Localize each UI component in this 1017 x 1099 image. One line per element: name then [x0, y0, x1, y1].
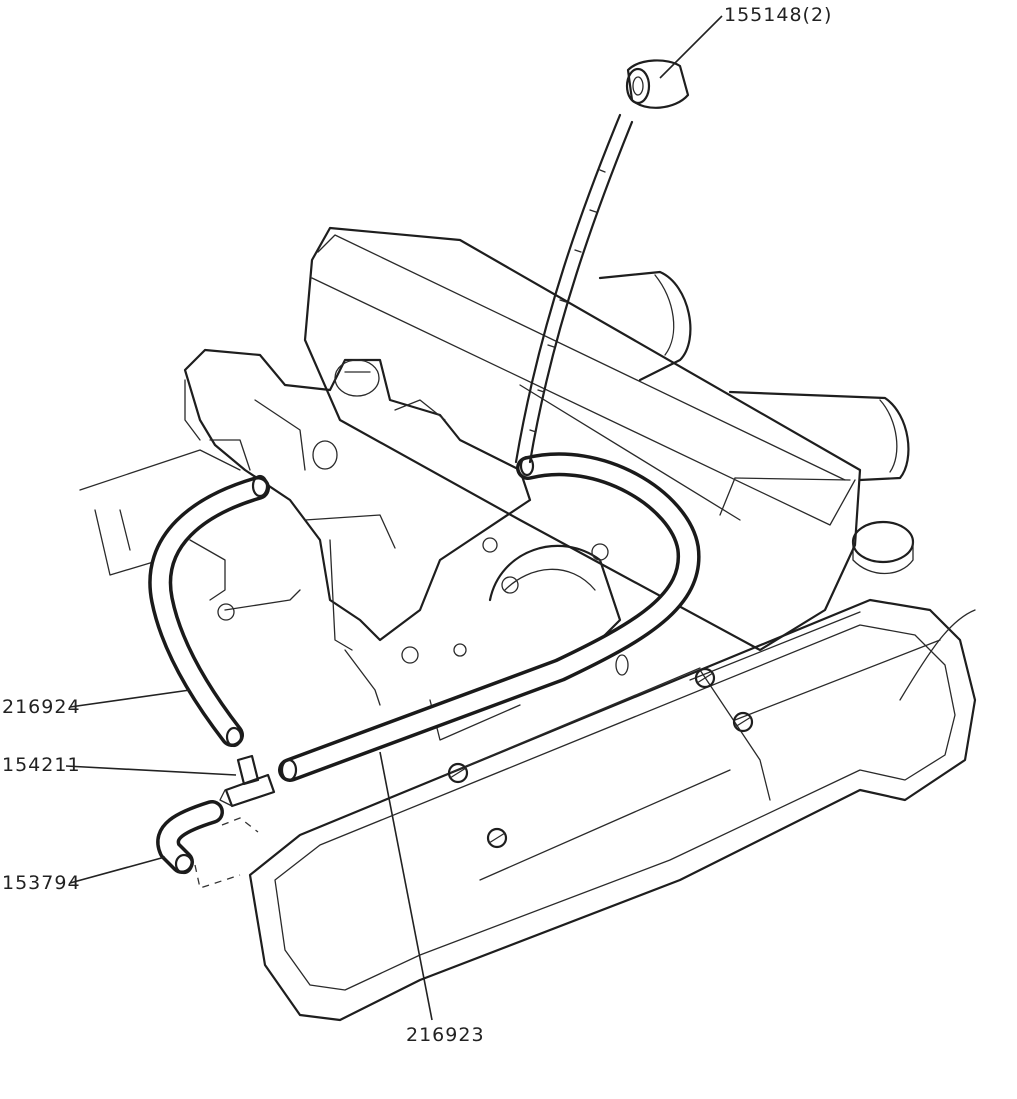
throttle-linkage: [189, 539, 467, 706]
part-label-155148: 155148(2): [724, 4, 833, 26]
pipe-155148: [514, 113, 634, 464]
reference-dashes: [194, 817, 259, 889]
oil-filler-cap: [851, 520, 915, 574]
grommet-155148: [625, 59, 690, 109]
part-label-153794: 153794: [2, 872, 81, 894]
leader-216923: [379, 751, 433, 1021]
hose-216924: [148, 474, 270, 748]
intake-trumpet-upper: [598, 270, 692, 382]
air-cleaner-housing: [303, 226, 862, 652]
hose-153794: [156, 800, 224, 875]
cover-screw-1: [694, 667, 716, 689]
leader-154211: [65, 765, 237, 776]
leader-216924: [69, 689, 191, 708]
cover-screw-4: [486, 827, 508, 849]
float-chamber: [482, 537, 629, 676]
leader-153794: [69, 856, 166, 884]
cover-screw-2: [732, 711, 754, 733]
part-label-216923: 216923: [406, 1024, 485, 1046]
hose-216923: [278, 452, 701, 782]
intake-trumpet-lower: [728, 390, 910, 482]
part-label-154211: 154211: [2, 754, 81, 776]
leader-155148: [659, 15, 723, 79]
carburettor-body: [183, 348, 532, 651]
rocker-cover: [248, 598, 977, 1022]
cover-screw-3: [447, 762, 469, 784]
tee-connector-154211: [219, 754, 276, 808]
part-label-216924: 216924: [2, 696, 81, 718]
